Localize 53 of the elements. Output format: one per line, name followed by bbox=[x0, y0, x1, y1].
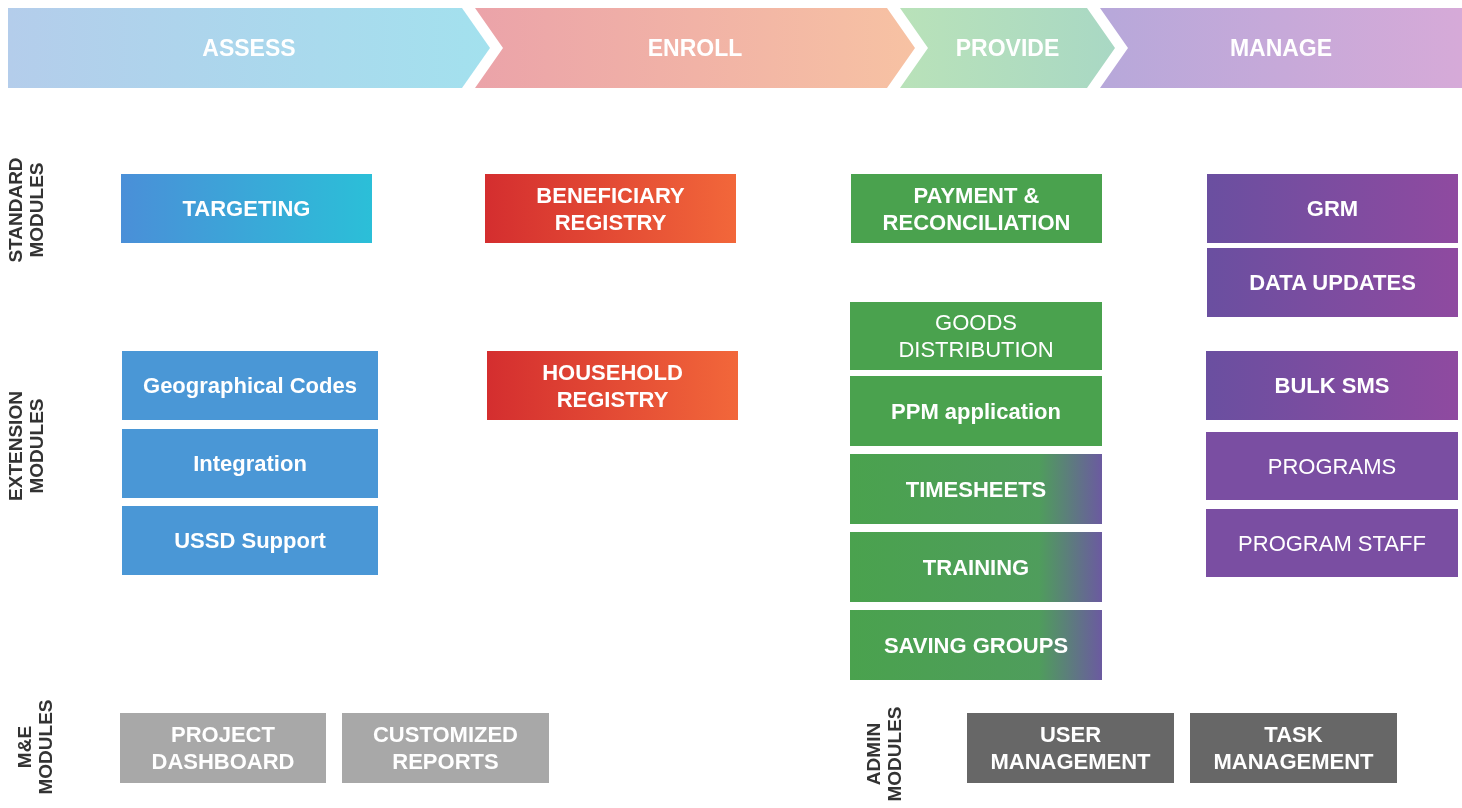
module-box bbox=[1207, 174, 1458, 243]
module-label: BULK SMS bbox=[1274, 372, 1390, 399]
module-box bbox=[487, 351, 738, 420]
module-box bbox=[1206, 351, 1458, 420]
module-label: GRM bbox=[1306, 195, 1359, 222]
module-label: DATA UPDATES bbox=[1249, 269, 1416, 296]
module-box bbox=[850, 302, 1102, 370]
module-box bbox=[967, 713, 1174, 783]
module-label: PAYMENT & RECONCILIATION bbox=[881, 181, 1072, 236]
module-box bbox=[121, 174, 372, 243]
section-label: EXTENSION MODULES bbox=[5, 390, 48, 503]
stage-label: MANAGE bbox=[1229, 34, 1333, 62]
module-label: Integration bbox=[193, 450, 307, 477]
module-label: PROGRAM STAFF bbox=[1238, 529, 1426, 557]
module-label: TRAINING bbox=[922, 553, 1030, 581]
module-label: TIMESHEETS bbox=[905, 475, 1047, 503]
module-box bbox=[122, 506, 378, 575]
module-label: PROGRAMS bbox=[1267, 452, 1397, 480]
module-box bbox=[1206, 509, 1458, 577]
module-label: Geographical Codes bbox=[143, 372, 357, 399]
module-label: GOODS DISTRIBUTION bbox=[897, 309, 1055, 363]
module-label: HOUSEHOLD REGISTRY bbox=[541, 358, 684, 413]
module-box bbox=[122, 429, 378, 498]
stage-label: ASSESS bbox=[202, 34, 296, 62]
module-box bbox=[850, 532, 1102, 602]
module-box bbox=[850, 376, 1102, 446]
module-label: TASK MANAGEMENT bbox=[1212, 721, 1375, 775]
module-box bbox=[1190, 713, 1397, 783]
module-label: USER MANAGEMENT bbox=[989, 721, 1152, 775]
stage-banner bbox=[1100, 8, 1462, 88]
module-label: BENEFICIARY REGISTRY bbox=[535, 181, 686, 236]
module-label: SAVING GROUPS bbox=[883, 631, 1069, 659]
module-box bbox=[850, 610, 1102, 680]
module-label: TARGETING bbox=[182, 195, 311, 222]
section-label: M&E MODULES bbox=[14, 698, 57, 797]
module-label: USSD Support bbox=[174, 527, 326, 554]
module-box bbox=[120, 713, 326, 783]
module-box bbox=[850, 454, 1102, 524]
module-box bbox=[1206, 432, 1458, 500]
module-box bbox=[485, 174, 736, 243]
module-label: CUSTOMIZED REPORTS bbox=[371, 721, 519, 775]
module-box bbox=[851, 174, 1102, 243]
module-box bbox=[342, 713, 549, 783]
module-box bbox=[122, 351, 378, 420]
stage-label: PROVIDE bbox=[955, 34, 1060, 62]
stage-banner bbox=[8, 8, 490, 88]
module-label: PROJECT DASHBOARD bbox=[150, 721, 296, 775]
section-label: STANDARD MODULES bbox=[5, 156, 48, 265]
stage-banner bbox=[900, 8, 1115, 88]
module-label: PPM application bbox=[891, 397, 1061, 425]
stage-label: ENROLL bbox=[647, 34, 743, 62]
module-box bbox=[1207, 248, 1458, 317]
section-label: ADMIN MODULES bbox=[863, 705, 906, 804]
